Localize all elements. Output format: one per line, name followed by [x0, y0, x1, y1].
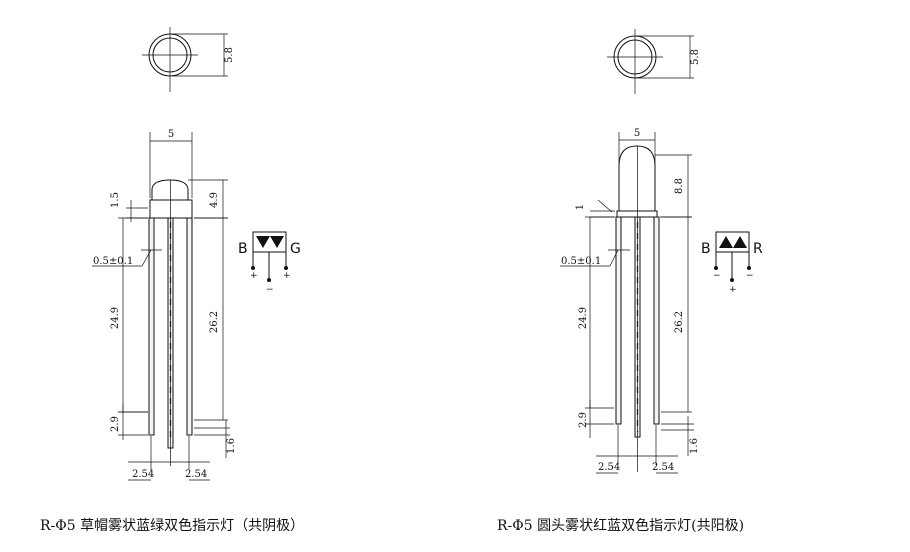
left-short-label: 1.6 [226, 438, 237, 454]
left-top-view: 5.8 [142, 27, 235, 92]
right-symbol-letter-b: B [701, 241, 711, 257]
right-lower-label: 2.9 [578, 412, 589, 428]
right-flange-dimension: 1 [575, 199, 615, 218]
left-lead-length-label: 24.9 [110, 307, 121, 329]
left-pitch-dimension: 2.54 2.54 [128, 436, 210, 481]
left-width-label: 5 [168, 129, 174, 140]
left-led-body [148, 179, 193, 466]
left-lead-1 [148, 217, 155, 436]
right-total-length-label: 26.2 [674, 311, 685, 333]
left-symbol-letter-g: G [290, 241, 301, 257]
right-lead-tolerance: 0.5±0.1 [560, 249, 630, 267]
right-pin-right-polarity: − [746, 271, 754, 281]
left-lead-length-dimension: 24.9 [110, 217, 148, 413]
right-total-length-dimension: 26.2 [661, 216, 692, 413]
left-diode-2-icon [270, 236, 284, 248]
right-led-drawing: 5.8 5 1 [497, 29, 763, 534]
right-lower-dimension: 2.9 [578, 400, 614, 438]
right-pin-left-polarity: − [713, 271, 721, 281]
left-pin-left-polarity: + [250, 271, 258, 281]
right-pitch-right-label: 2.54 [652, 462, 674, 473]
left-pin-right-polarity: + [283, 271, 291, 281]
right-lead-length-dimension: 24.9 [578, 216, 614, 409]
left-lead-3 [186, 217, 193, 436]
right-width-label: 5 [634, 128, 640, 139]
left-top-diameter-label: 5.8 [224, 47, 235, 63]
right-top-view: 5.8 [607, 29, 701, 94]
left-schematic-symbol: B G + − + [238, 231, 301, 295]
right-top-diameter-label: 5.8 [690, 49, 701, 65]
left-caption: R-Φ5 草帽雾状蓝绿双色指示灯（共阴极） [40, 517, 304, 534]
left-total-length-dimension: 26.2 [194, 217, 228, 421]
left-symbol-letter-b: B [238, 241, 248, 257]
left-pitch-left-label: 2.54 [132, 469, 154, 480]
left-lead-tolerance: 0.5±0.1 [92, 249, 162, 267]
left-lower-dimension: 2.9 [110, 404, 148, 440]
right-lead-3 [653, 216, 660, 425]
right-pin-mid-polarity: + [729, 285, 737, 295]
left-diode-1-icon [256, 236, 270, 248]
left-cap-height-dimension: 1.5 [110, 192, 148, 222]
right-pitch-left-label: 2.54 [598, 462, 620, 473]
left-short-dimension: 1.6 [194, 420, 237, 458]
left-pin-mid-polarity: − [266, 285, 274, 295]
right-body-height-dimension: 8.8 [655, 154, 692, 218]
right-body-height-label: 8.8 [674, 178, 685, 194]
right-diode-2-icon [733, 236, 747, 248]
right-pitch-dimension: 2.54 2.54 [596, 425, 678, 474]
right-lead-length-label: 24.9 [578, 307, 589, 329]
right-short-dimension: 1.6 [661, 416, 700, 456]
right-symbol-letter-r: R [753, 241, 763, 257]
left-lead-tolerance-label: 0.5±0.1 [93, 256, 133, 267]
left-width-dimension: 5 [149, 129, 193, 198]
left-body-height-dimension: 4.9 [188, 179, 228, 219]
left-cap-height-label: 1.5 [110, 192, 121, 208]
left-total-length-label: 26.2 [209, 311, 220, 333]
right-short-label: 1.6 [689, 438, 700, 454]
right-diode-1-icon [719, 236, 733, 248]
right-lead-1 [615, 216, 622, 425]
right-lead-tolerance-label: 0.5±0.1 [561, 256, 601, 267]
right-caption: R-Φ5 圆头雾状红蓝双色指示灯(共阳极) [497, 517, 744, 534]
left-lower-label: 2.9 [110, 416, 121, 432]
left-body-height-label: 4.9 [209, 192, 220, 208]
right-flange-label: 1 [575, 204, 586, 210]
right-schematic-symbol: B R − + − [701, 231, 763, 295]
left-led-drawing: 5.8 5 1.5 [40, 27, 304, 534]
right-led-body [615, 145, 660, 472]
left-pitch-right-label: 2.54 [185, 469, 207, 480]
right-width-dimension: 5 [618, 128, 656, 166]
